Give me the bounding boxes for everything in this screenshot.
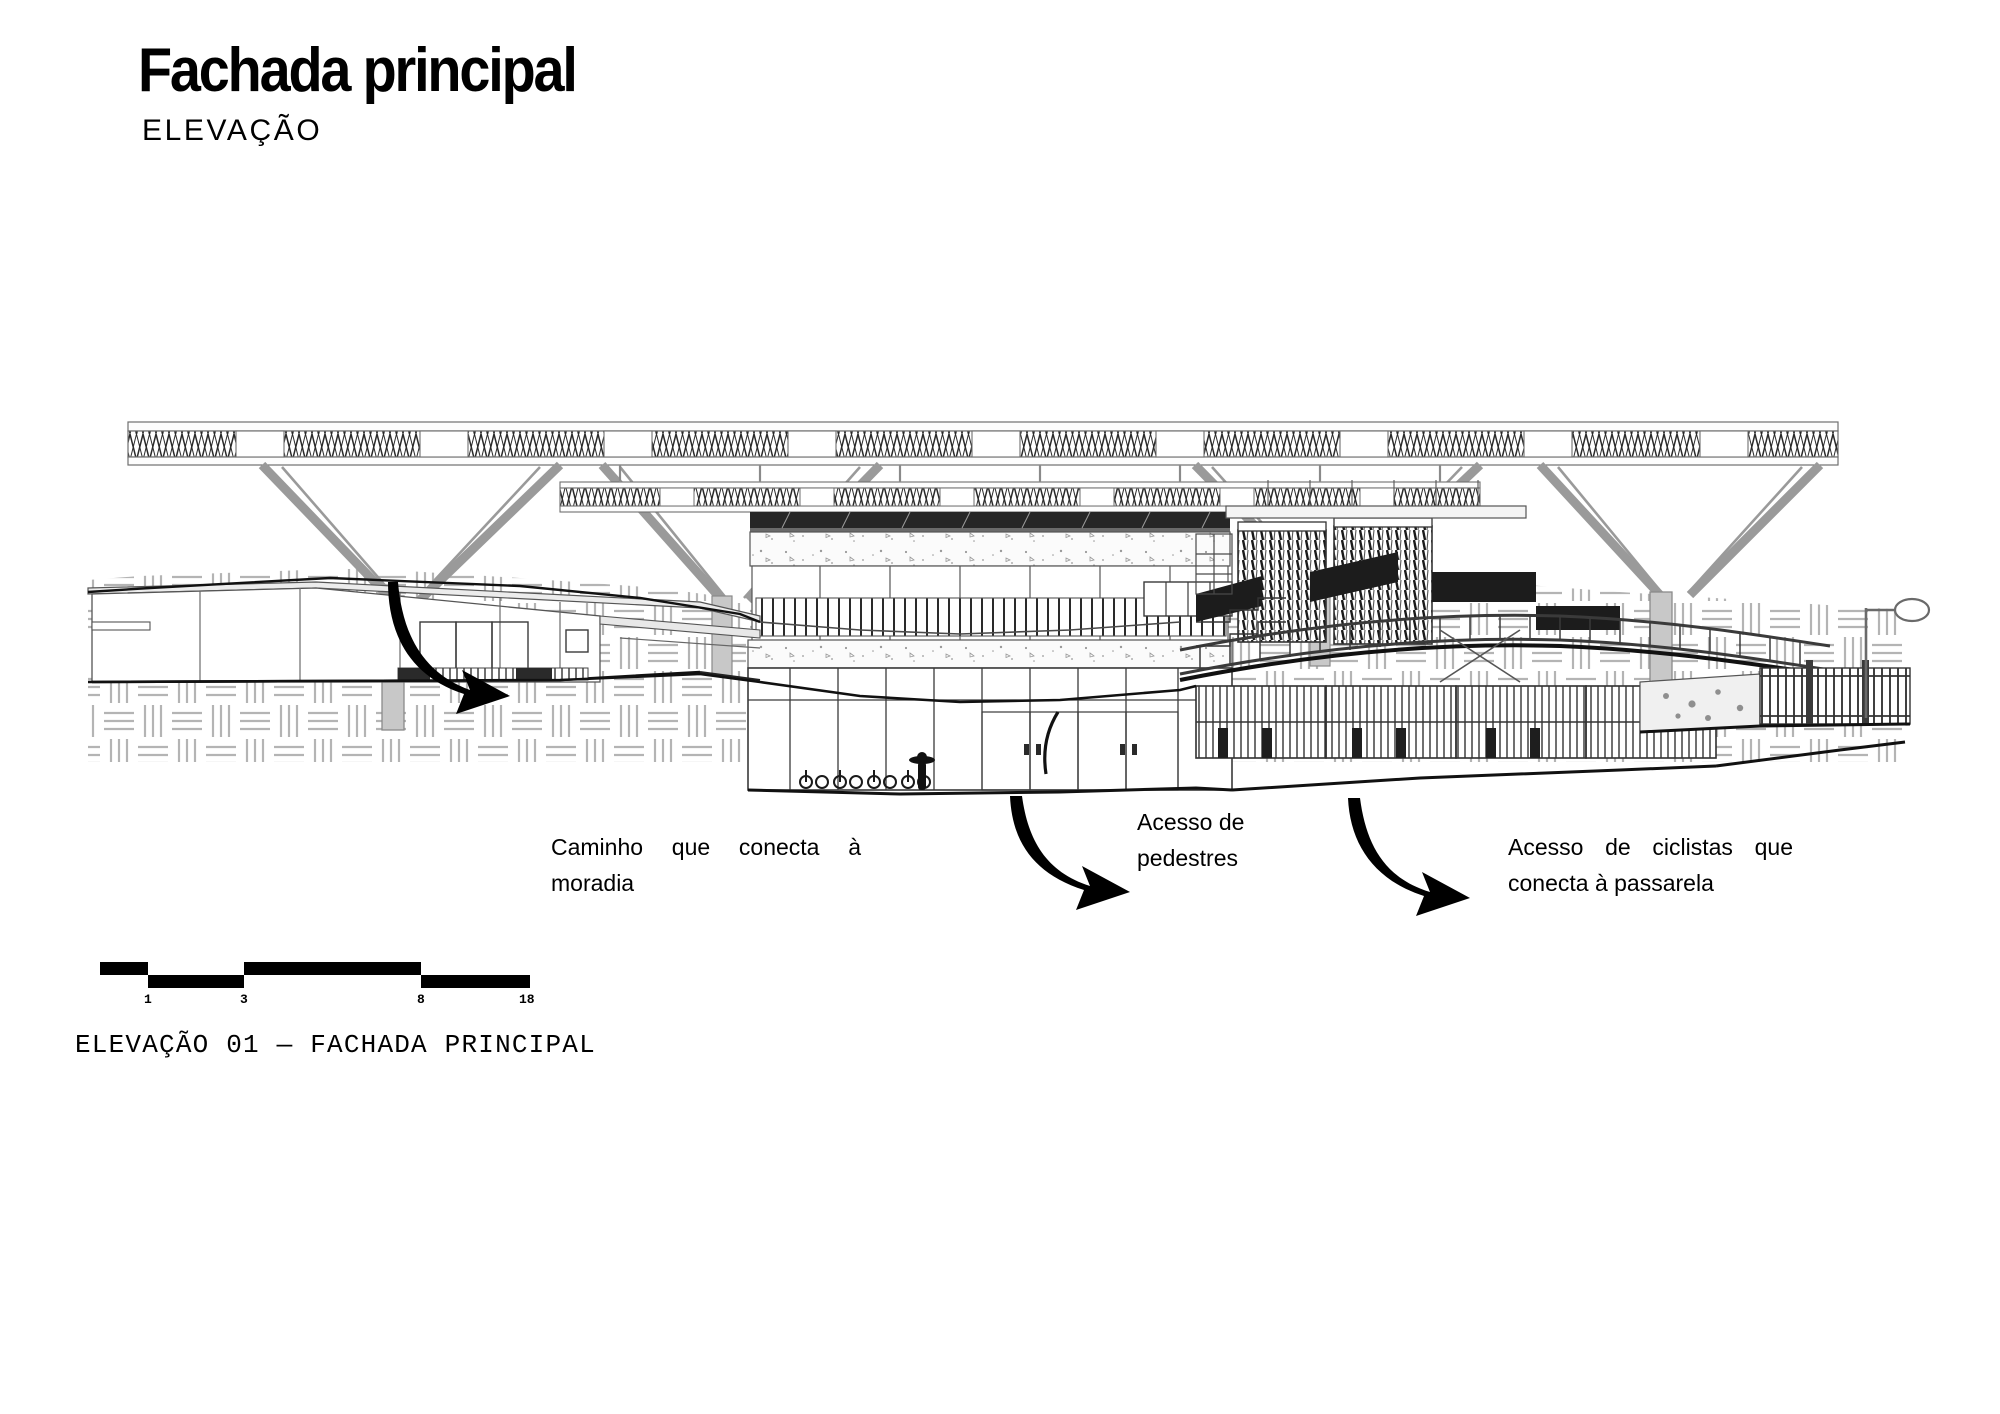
elevation-drawing — [0, 330, 2000, 1030]
bicycle-rack — [799, 770, 931, 789]
terrain-line — [87, 576, 1906, 796]
annotation-acesso-pedestres: Acesso de pedestres — [1137, 805, 1337, 876]
scale-bar: 1 3 8 18 — [100, 962, 535, 1007]
annotation-caminho-moradia: Caminho que conecta à moradia — [551, 830, 861, 901]
elevation-svg — [87, 421, 1931, 916]
annotation-line: moradia — [551, 869, 635, 896]
middle-link-roof — [599, 615, 1060, 790]
annotation-arrows — [388, 582, 1470, 916]
annotation-line: Acesso de — [1137, 809, 1245, 835]
street-lamp-icon — [1864, 608, 1898, 718]
scale-tick-label: 1 — [144, 992, 152, 1007]
scale-segment — [148, 975, 244, 988]
scale-segment — [244, 962, 421, 975]
scale-bar-block: 1 3 8 18 — [100, 962, 535, 1007]
building-main-volume — [747, 531, 1233, 791]
human-figure — [909, 752, 935, 790]
page-title: Fachada principal — [138, 36, 578, 105]
annotation-line: Caminho que conecta à — [551, 834, 861, 860]
annotation-line: Acesso de ciclistas que — [1508, 834, 1793, 860]
annotation-line: conecta à passarela — [1508, 869, 1714, 896]
scale-tick-label: 3 — [240, 992, 248, 1007]
scale-segment — [421, 975, 530, 988]
roof-fascia-shadow — [750, 511, 1230, 532]
far-right-site — [1639, 597, 1931, 734]
drawing-caption: ELEVAÇÃO 01 — FACHADA PRINCIPAL — [75, 1030, 596, 1060]
annotation-acesso-ciclistas: Acesso de ciclistas que conecta à passar… — [1508, 830, 1793, 901]
title-block: Fachada principal ELEVAÇÃO — [138, 40, 624, 148]
secondary-roof — [559, 465, 1481, 513]
annotation-line: pedestres — [1137, 844, 1239, 871]
page-subtitle: ELEVAÇÃO — [142, 114, 323, 147]
scale-segment — [100, 962, 148, 975]
ramp-stair-complex — [1179, 480, 1837, 759]
scale-tick-label: 8 — [417, 992, 425, 1007]
upper-roof-canopy — [127, 421, 1839, 466]
scale-tick-label: 18 — [519, 992, 535, 1007]
